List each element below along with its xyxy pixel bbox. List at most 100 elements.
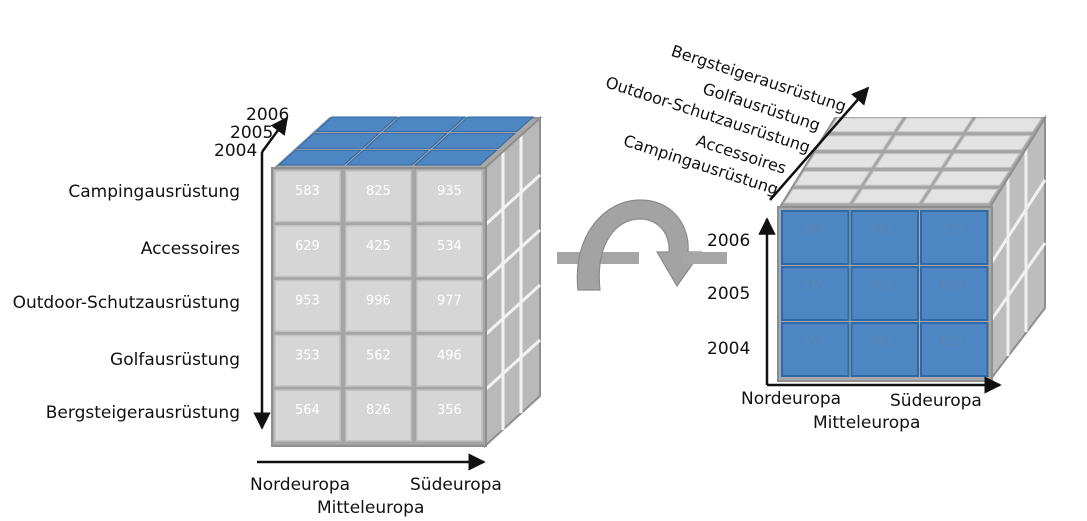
right-cube-top-cells (783, 117, 1043, 204)
right-cell (850, 266, 919, 321)
left-cell-value: 583 (295, 184, 320, 199)
right-year-2005: 2005 (707, 284, 750, 304)
left-top-cell (277, 149, 362, 166)
left-cell (274, 389, 341, 442)
right-cell (781, 210, 850, 265)
right-product-axis (769, 86, 870, 201)
left-region-suedeuropa: Südeuropa (410, 475, 502, 495)
right-cube: 869 695 735 715 856 654 457 865 631 (777, 114, 1047, 383)
right-region-mitteleuropa: Mitteleuropa (813, 413, 920, 433)
left-cell (345, 225, 412, 278)
rotate-arrow-icon (576, 199, 703, 291)
left-cell (345, 170, 412, 223)
left-cell-value: 496 (437, 348, 462, 363)
right-cell-value: 856 (872, 278, 895, 292)
right-cube-side-grid (988, 148, 1047, 356)
left-cell-value: 935 (437, 184, 462, 199)
right-top-cell (955, 135, 1032, 151)
left-cell-value: 826 (366, 403, 391, 418)
left-cell-value: 353 (295, 348, 320, 363)
right-cell-value: 715 (802, 278, 825, 292)
right-top-cell (896, 117, 973, 133)
right-top-cell (885, 135, 962, 151)
left-top-cell (345, 149, 430, 166)
left-cell-value: 534 (437, 239, 462, 254)
right-year-2004: 2004 (707, 339, 750, 359)
right-top-cell (783, 188, 860, 204)
left-cell-value: 564 (295, 403, 320, 418)
right-cell (850, 322, 919, 377)
right-year-2006: 2006 (707, 231, 750, 251)
right-top-cell (863, 170, 940, 186)
right-cell-value: 869 (802, 222, 825, 236)
left-cell-value: 953 (295, 294, 320, 309)
left-product-label: Bergsteigerausrüstung (46, 403, 240, 423)
left-product-label: Accessoires (141, 239, 240, 259)
left-cell-value: 996 (366, 294, 391, 309)
right-cell (781, 266, 850, 321)
left-top-cell (450, 116, 535, 133)
right-top-cell (874, 153, 951, 168)
right-cell (920, 322, 989, 377)
right-region-suedeuropa: Südeuropa (890, 391, 982, 411)
right-cell (920, 210, 989, 265)
left-cell (274, 170, 341, 223)
left-cell (416, 389, 483, 442)
left-top-cell (314, 116, 399, 133)
rotation-plane-bar-right (683, 252, 727, 264)
left-cell (274, 225, 341, 278)
right-cell-value: 654 (941, 278, 964, 292)
left-cell-value: 825 (366, 184, 391, 199)
right-cell-value: 457 (802, 334, 825, 348)
left-cell-value: 977 (437, 294, 462, 309)
right-cell-value: 631 (941, 334, 964, 348)
left-cell-value: 562 (366, 348, 391, 363)
left-cube: 583 825 935 629 425 534 953 996 977 353 562 496 564 8… (271, 115, 543, 449)
left-cell (345, 334, 412, 387)
right-top-cell (805, 153, 882, 168)
right-cell-value: 695 (872, 222, 895, 236)
right-top-cell (922, 188, 999, 204)
left-cell (345, 389, 412, 442)
left-cube-side-face (484, 115, 541, 449)
left-cell (274, 334, 341, 387)
left-year-2004: 2004 (214, 141, 257, 161)
right-cell-value: 735 (941, 222, 964, 236)
right-top-cell (933, 170, 1010, 186)
left-product-label: Outdoor-Schutzausrüstung (13, 293, 240, 313)
left-product-labels: CampingausrüstungAccessoiresOutdoor-Schu… (13, 182, 241, 423)
left-top-cell (413, 149, 498, 166)
right-cell (781, 322, 850, 377)
left-cube-front-cells: 583 825 935 629 425 534 953 996 977 353 562 496 564 8… (274, 170, 483, 442)
left-year-2005: 2005 (230, 123, 273, 143)
left-cell-value: 629 (295, 239, 320, 254)
left-region-mitteleuropa: Mitteleuropa (317, 498, 424, 518)
left-cell (274, 279, 341, 332)
left-cube-side-grid (483, 135, 542, 430)
rotation-symbol (557, 199, 727, 291)
right-cell-value: 865 (872, 334, 895, 348)
left-cell-value: 425 (366, 239, 391, 254)
left-top-cell (432, 133, 516, 149)
left-top-cell (382, 116, 467, 133)
right-top-cell (966, 117, 1043, 133)
right-cube-front-cells: 869 695 735 715 856 654 457 865 631 (781, 210, 989, 377)
left-product-label: Campingausrüstung (68, 182, 240, 202)
left-top-cell (296, 133, 380, 149)
left-product-label: Golfausrüstung (110, 350, 240, 370)
left-year-2006: 2006 (246, 105, 289, 125)
right-top-cell (816, 135, 893, 151)
right-top-cell (944, 153, 1021, 168)
right-top-cell (794, 170, 871, 186)
left-cell (416, 279, 483, 332)
left-region-nordeuropa: Nordeuropa (250, 475, 350, 495)
left-cell (416, 225, 483, 278)
right-region-nordeuropa: Nordeuropa (741, 389, 841, 409)
left-cube-top-cells (277, 116, 535, 166)
left-cell (416, 170, 483, 223)
left-cell (416, 334, 483, 387)
left-year-axis: 2006 2005 2004 (214, 105, 289, 161)
right-cell (920, 266, 989, 321)
left-top-cell (364, 133, 448, 149)
